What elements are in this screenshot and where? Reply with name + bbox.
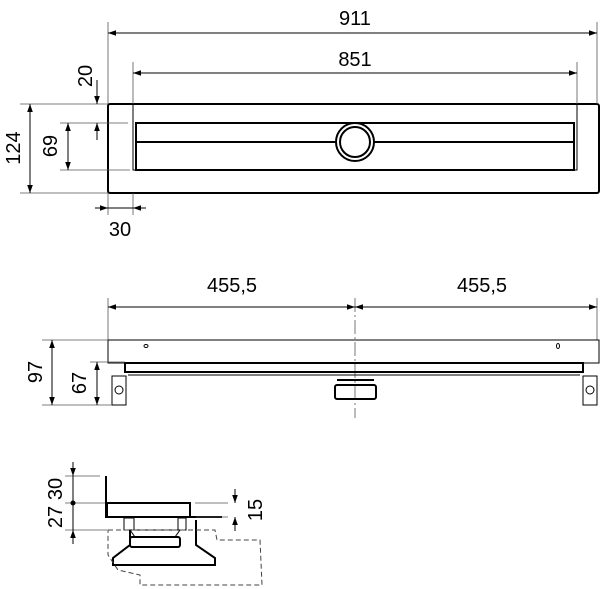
- dim-851: 851: [338, 49, 371, 71]
- dim-455-left: 455,5: [207, 275, 257, 297]
- top-view: 911 851 20 124 69 30: [3, 8, 600, 241]
- cover-plate: [106, 502, 191, 518]
- dim-455-right: 455,5: [457, 275, 507, 297]
- dim-69: 69: [40, 135, 62, 157]
- dim-911: 911: [339, 8, 371, 30]
- trap-body: [129, 536, 181, 548]
- foot-left: [111, 375, 127, 406]
- dim-30-section: 30: [45, 478, 67, 500]
- side-channel: [124, 362, 584, 373]
- side-frame: [107, 339, 600, 364]
- dim-97: 97: [25, 361, 47, 383]
- drain-knob: [334, 384, 377, 400]
- dim-124: 124: [3, 131, 25, 164]
- side-view: 455,5 455,5 97 67: [25, 275, 600, 418]
- section-view: 30 27 15: [45, 462, 267, 586]
- dim-67: 67: [69, 372, 91, 394]
- installation-outline: [107, 529, 263, 586]
- dim-20: 20: [75, 65, 97, 87]
- drain-outlet: [335, 122, 375, 162]
- dim-30: 30: [109, 219, 131, 241]
- dim-27-section: 27: [45, 506, 67, 528]
- foot-right: [582, 375, 598, 406]
- dim-15: 15: [245, 499, 267, 521]
